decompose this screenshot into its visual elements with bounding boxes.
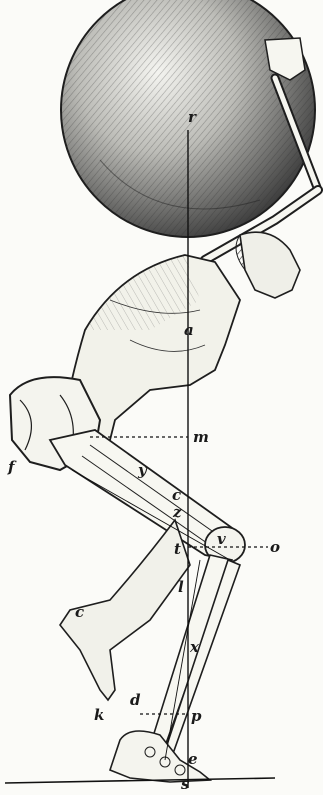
label-k: k (94, 708, 104, 723)
label-f: f (8, 460, 14, 475)
label-c-foot: c (75, 605, 84, 620)
label-v: v (217, 532, 226, 547)
label-l: l (178, 580, 184, 595)
label-a: a (184, 323, 194, 338)
head (236, 232, 300, 298)
label-p: p (191, 709, 202, 724)
label-d: d (130, 693, 141, 708)
label-t: t (174, 542, 181, 557)
label-r: r (188, 110, 196, 125)
label-m: m (193, 430, 209, 445)
label-o: o (270, 540, 280, 555)
label-y: y (138, 463, 147, 478)
label-c-knee: c (172, 488, 181, 503)
label-e: e (188, 752, 198, 767)
label-x: x (190, 640, 199, 655)
label-z: z (173, 505, 182, 520)
label-s: s (181, 777, 189, 792)
